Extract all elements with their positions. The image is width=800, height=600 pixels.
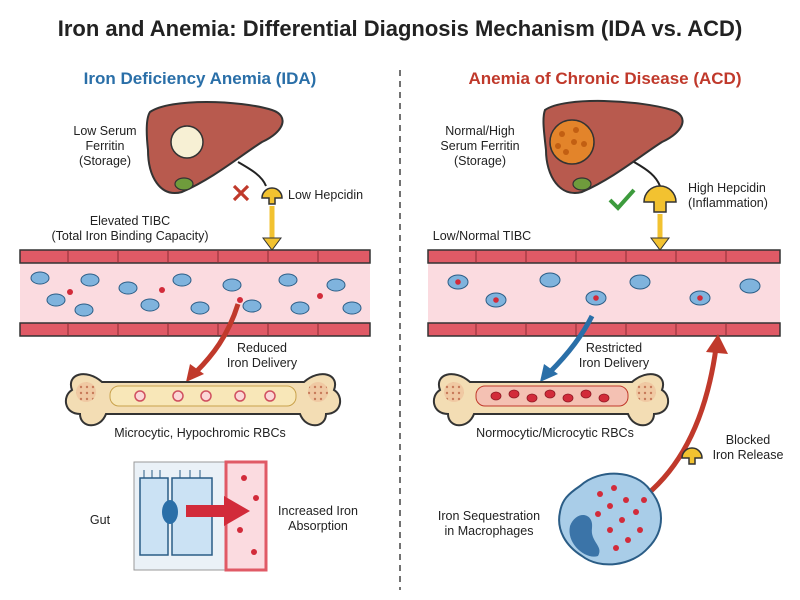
ida-hepcidin-label: Low Hepcidin: [288, 188, 363, 202]
ida-bone-marrow-icon: [64, 373, 342, 427]
ida-delivery-arrow: [194, 303, 241, 374]
ida-liver-label-3: (Storage): [79, 154, 131, 168]
acd-liver-label-2: Serum Ferritin: [440, 139, 519, 153]
ida-cross-icon: [232, 184, 250, 202]
acd-macrophage-label-2: in Macrophages: [445, 524, 534, 538]
ida-delivery-label-1: Reduced: [237, 341, 287, 355]
ida-absorption-label-2: Absorption: [288, 519, 348, 533]
ida-absorption-arrow: [186, 496, 250, 526]
acd-release-label-1: Blocked: [726, 433, 771, 447]
acd-heading: Anemia of Chronic Disease (ACD): [469, 69, 742, 88]
acd-hepcidin-icon: [643, 185, 677, 213]
acd-liver-connector: [633, 161, 661, 187]
acd-bone-marrow-icon: [432, 373, 670, 427]
acd-delivery-arrow: [548, 314, 595, 374]
ida-liver-label-2: Ferritin: [86, 139, 125, 153]
acd-delivery-label-1: Restricted: [586, 341, 642, 355]
acd-iron-dots: [455, 279, 703, 303]
acd-macrophage-icon: [558, 472, 662, 566]
ida-hepcidin-icon: [261, 187, 283, 205]
acd-macrophage-label-1: Iron Sequestration: [438, 509, 540, 523]
ida-gut-epithelium: [133, 461, 227, 571]
ida-liver-label-1: Low Serum: [73, 124, 136, 138]
acd-hepcidin-label-1: High Hepcidin: [688, 181, 766, 195]
ida-liver-connector: [237, 161, 267, 187]
acd-delivery-label-2: Iron Delivery: [579, 356, 650, 370]
ida-rbc-label: Microcytic, Hypochromic RBCs: [114, 426, 286, 440]
ida-rbc-cluster: [30, 271, 362, 317]
acd-liver-label-1: Normal/High: [445, 124, 515, 138]
ida-delivery-label-2: Iron Delivery: [227, 356, 298, 370]
acd-blocking-hepcidin-icon: [681, 447, 703, 465]
acd-release-arrow: [638, 347, 719, 502]
ida-liver-icon: [145, 101, 284, 194]
acd-liver-icon: [542, 100, 684, 194]
acd-blood-vessel: [427, 249, 781, 337]
acd-liver-label-3: (Storage): [454, 154, 506, 168]
acd-check-icon: [608, 188, 636, 211]
ida-absorption-label-1: Increased Iron: [278, 504, 358, 518]
page-title: Iron and Anemia: Differential Diagnosis …: [58, 16, 743, 41]
acd-hepcidin-label-2: (Inflammation): [688, 196, 768, 210]
ida-blood-vessel: [19, 249, 371, 337]
acd-release-label-2: Iron Release: [713, 448, 784, 462]
acd-rbc-label: Normocytic/Microcytic RBCs: [476, 426, 634, 440]
ida-heading: Iron Deficiency Anemia (IDA): [84, 69, 317, 88]
ida-gut-label: Gut: [90, 513, 111, 527]
ida-iron-dots: [67, 287, 323, 303]
ida-tibc-label-2: (Total Iron Binding Capacity): [51, 229, 208, 243]
acd-tibc-label: Low/Normal TIBC: [433, 229, 531, 243]
ida-tibc-label-1: Elevated TIBC: [90, 214, 170, 228]
